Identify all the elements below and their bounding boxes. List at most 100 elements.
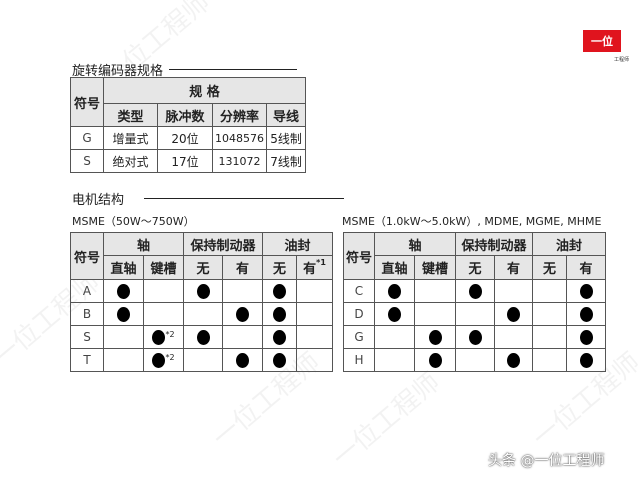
table-cell bbox=[455, 325, 496, 349]
table-cell bbox=[103, 325, 144, 349]
table-cell bbox=[296, 302, 334, 326]
table-cell bbox=[566, 325, 607, 349]
table-cell: *2 bbox=[142, 348, 185, 372]
row-symbol: G bbox=[343, 325, 375, 349]
header-row: 符号轴保持制动器油封 bbox=[70, 232, 334, 280]
table-cell bbox=[532, 348, 568, 372]
table-cell bbox=[262, 279, 298, 303]
header-spec: 规 格 bbox=[102, 77, 307, 104]
table-cell: 增量式 bbox=[103, 126, 158, 150]
header-group: 保持制动器 bbox=[183, 232, 264, 256]
table-cell bbox=[566, 302, 607, 326]
header-col-label: 键槽 bbox=[422, 262, 449, 277]
filled-circle-icon bbox=[579, 306, 593, 322]
table-cell bbox=[494, 325, 534, 349]
table-row: G bbox=[343, 325, 607, 349]
table-cell bbox=[296, 325, 334, 349]
table-cell bbox=[222, 279, 264, 303]
table-cell: *2 bbox=[142, 325, 185, 349]
filled-circle-icon bbox=[579, 329, 593, 345]
table-cell: 7线制 bbox=[265, 149, 307, 173]
header-col-label: 直轴 bbox=[110, 262, 137, 277]
row-symbol: T bbox=[70, 348, 104, 372]
filled-circle-icon bbox=[388, 306, 401, 322]
table-row: A bbox=[70, 279, 334, 303]
header-row: 符号轴保持制动器油封 bbox=[343, 232, 607, 280]
logo-subtext: 工程师 bbox=[614, 57, 630, 63]
motor-title-text: 电机结构 bbox=[72, 193, 125, 208]
table-cell bbox=[262, 348, 298, 372]
table-cell bbox=[222, 348, 264, 372]
filled-circle-icon bbox=[468, 283, 482, 299]
header-group: 保持制动器 bbox=[455, 232, 534, 256]
row-symbol: H bbox=[343, 348, 375, 372]
row-symbol: S bbox=[70, 325, 104, 349]
header-col: 有 bbox=[494, 255, 534, 280]
table-cell bbox=[374, 348, 415, 372]
table-cell bbox=[296, 279, 334, 303]
filled-circle-icon bbox=[117, 283, 130, 299]
table-cell bbox=[103, 348, 144, 372]
header-col-label: 有 bbox=[236, 262, 250, 277]
table-row: H bbox=[343, 348, 607, 372]
table-cell: 20位 bbox=[157, 126, 213, 150]
table-cell bbox=[494, 279, 534, 303]
table-cell bbox=[566, 279, 607, 303]
table-cell bbox=[494, 348, 534, 372]
table-cell bbox=[183, 325, 224, 349]
table-row: B bbox=[70, 302, 334, 326]
header-symbol: 符号 bbox=[70, 232, 104, 280]
table-cell bbox=[374, 302, 415, 326]
table-cell bbox=[413, 302, 457, 326]
row-symbol: A bbox=[70, 279, 104, 303]
filled-circle-icon bbox=[507, 352, 521, 368]
filled-circle-icon bbox=[388, 283, 401, 299]
header-col-label: 有 bbox=[579, 262, 593, 277]
header-col: 无 bbox=[262, 255, 298, 280]
table-cell bbox=[222, 325, 264, 349]
encoder-section-title: 旋转编码器规格 bbox=[72, 60, 298, 79]
table-cell bbox=[455, 348, 496, 372]
header-col-label: 键槽 bbox=[150, 262, 177, 277]
table-cell bbox=[566, 348, 607, 372]
table-cell bbox=[413, 279, 457, 303]
table-row: C bbox=[343, 279, 607, 303]
row-symbol: B bbox=[70, 302, 104, 326]
table-cell bbox=[262, 325, 298, 349]
header-col: 键槽 bbox=[413, 255, 457, 280]
table-cell bbox=[262, 302, 298, 326]
table-cell: 绝对式 bbox=[103, 149, 158, 173]
header-group: 轴 bbox=[373, 232, 457, 256]
header-col-label: 无 bbox=[273, 262, 287, 277]
filled-circle-icon bbox=[579, 283, 593, 299]
header-col: 无 bbox=[183, 255, 224, 280]
header-col-label: 有 bbox=[507, 262, 521, 277]
table-cell: 5线制 bbox=[265, 126, 307, 150]
table-cell bbox=[455, 302, 496, 326]
header-col: 键槽 bbox=[142, 255, 185, 280]
header-col: 直轴 bbox=[374, 255, 415, 280]
table-cell bbox=[455, 279, 496, 303]
row-symbol: C bbox=[343, 279, 375, 303]
filled-circle-icon bbox=[273, 352, 287, 368]
table-row: S *2 bbox=[70, 325, 334, 349]
header-col: 类型 bbox=[103, 103, 158, 127]
filled-circle-icon bbox=[273, 306, 287, 322]
table-cell bbox=[222, 302, 264, 326]
table-cell: 1048576 bbox=[212, 126, 267, 150]
row-symbol: S bbox=[70, 149, 104, 173]
table-row: D bbox=[343, 302, 607, 326]
motor-section-title: 电机结构 bbox=[72, 189, 345, 208]
table-cell bbox=[142, 302, 185, 326]
header-col: 导线 bbox=[265, 103, 307, 127]
row-symbol: G bbox=[70, 126, 104, 150]
table-cell bbox=[183, 348, 224, 372]
header-symbol: 符号 bbox=[343, 232, 375, 280]
table-cell bbox=[103, 279, 144, 303]
header-col: 无 bbox=[455, 255, 496, 280]
filled-circle-icon bbox=[236, 306, 250, 322]
header-col: 有 bbox=[566, 255, 607, 280]
